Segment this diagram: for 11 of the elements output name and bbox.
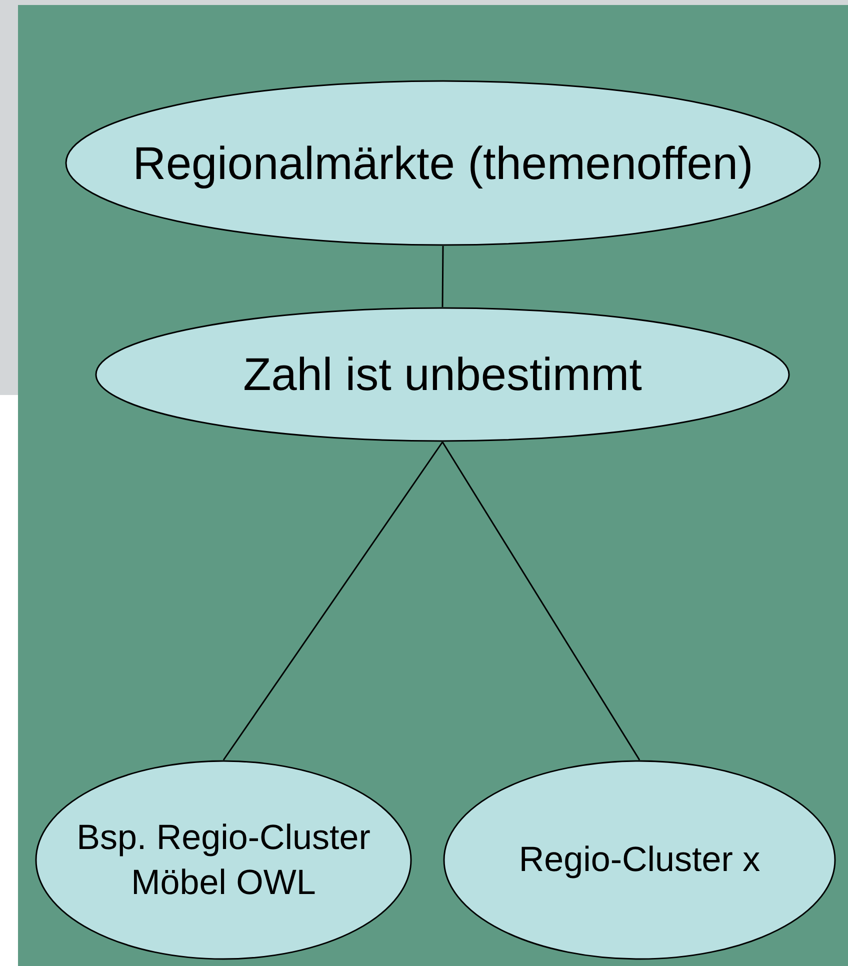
node-label: Bsp. Regio-Cluster Möbel OWL [76,816,372,904]
ellipse-node [65,80,821,246]
connector-line [222,442,444,760]
node-label: Regio-Cluster x [518,839,760,882]
ellipse-node [443,760,836,960]
node-label: Regionalmärkte (themenoffen) [132,136,754,190]
connector-line [442,442,640,760]
node-label: Zahl ist unbestimmt [243,347,642,402]
connector-line [442,246,444,307]
ellipse-node [95,307,790,442]
ellipse-node [35,760,412,960]
